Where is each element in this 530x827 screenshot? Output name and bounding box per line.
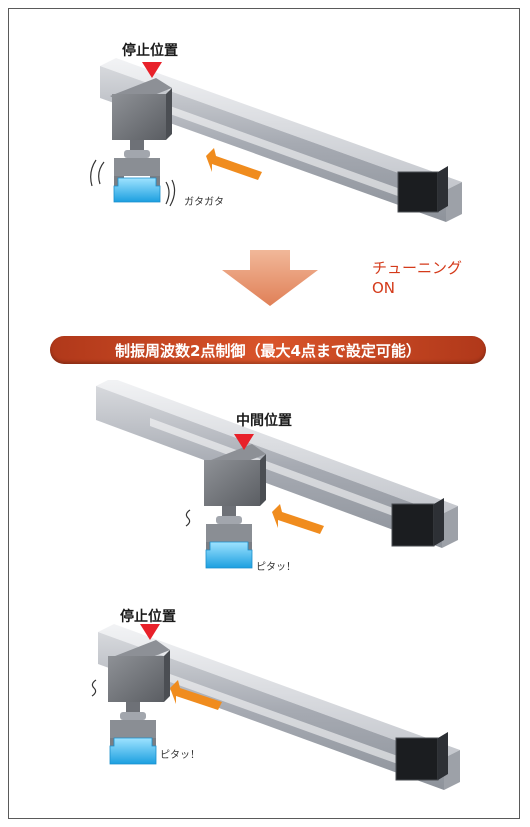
sound-label: ピタッ！	[160, 750, 200, 761]
payload-block	[109, 737, 157, 765]
middle-position-marker	[234, 434, 254, 450]
position-label: 停止位置	[122, 43, 178, 59]
down-arrow	[222, 250, 318, 306]
rail-end-cap	[442, 506, 458, 548]
position-label: 中間位置	[236, 413, 292, 429]
gripper	[110, 720, 156, 738]
motor-box	[395, 737, 439, 781]
motor-box	[397, 171, 439, 213]
vibration-lines	[91, 679, 97, 697]
stop-position-marker	[142, 62, 162, 78]
tuning-line-2: ON	[372, 279, 396, 297]
slider-block	[204, 460, 260, 506]
push-arrow	[206, 148, 262, 180]
sound-label: ガタガタ	[184, 197, 224, 208]
transition-arrow	[222, 250, 318, 306]
actuator-illustration	[91, 624, 460, 790]
vibration-lines	[90, 159, 176, 207]
vibration-lines	[185, 509, 191, 527]
actuator-illustration	[96, 380, 458, 569]
gripper	[206, 524, 252, 542]
rail-top-face	[98, 624, 460, 758]
position-label: 停止位置	[120, 609, 176, 625]
push-arrow	[272, 504, 324, 534]
tuning-line-1: チューニング	[372, 259, 463, 277]
banner-text: 制振周波数2点制御（最大4点まで設定可能）	[115, 341, 421, 360]
push-arrow	[170, 680, 222, 710]
slider-block	[112, 94, 166, 140]
panel-bottom: 停止位置 ピタッ！	[0, 598, 530, 798]
sound-label: ピタッ！	[256, 562, 296, 573]
actuator-illustration	[90, 58, 462, 222]
panel-top: 停止位置 ガタガタ	[0, 0, 530, 260]
stop-position-marker	[140, 624, 160, 640]
payload-block	[205, 541, 253, 569]
slider-block	[108, 656, 164, 702]
motor-box	[391, 503, 435, 547]
rail-end-cap	[446, 182, 462, 222]
rail-top-face	[100, 58, 462, 190]
banner: 制振周波数2点制御（最大4点まで設定可能）	[50, 336, 486, 364]
gripper	[114, 158, 160, 176]
payload-block	[113, 177, 161, 203]
tuning-label: チューニング ON	[372, 258, 462, 298]
panel-middle: 中間位置 ピタッ！	[0, 380, 530, 590]
rail-top-face	[96, 380, 458, 514]
